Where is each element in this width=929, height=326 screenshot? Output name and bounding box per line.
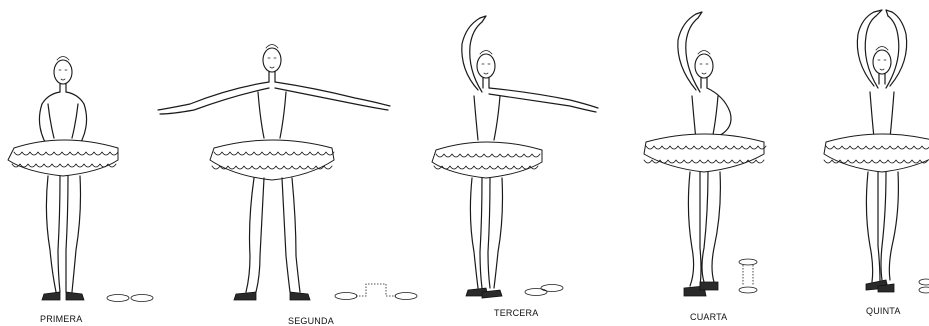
dancer-first-position-drawing bbox=[0, 0, 160, 324]
caption-primera: PRIMERA bbox=[40, 314, 82, 324]
dancer-second-position-drawing bbox=[150, 0, 440, 324]
dancer-fourth-position: CUARTA bbox=[630, 0, 780, 324]
caption-tercera: TERCERA bbox=[494, 308, 538, 318]
dancer-first-position: PRIMERA bbox=[0, 0, 160, 324]
dancer-fifth-position-drawing bbox=[800, 0, 929, 324]
caption-cuarta: CUARTA bbox=[690, 312, 727, 322]
dancer-fifth-position: QUINTA bbox=[800, 0, 929, 324]
dancer-second-position: SEGUNDA bbox=[150, 0, 440, 324]
caption-quinta: QUINTA bbox=[866, 306, 901, 316]
caption-segunda: SEGUNDA bbox=[288, 316, 334, 326]
dancer-fourth-position-drawing bbox=[630, 0, 780, 324]
dancer-third-position: TERCERA bbox=[420, 0, 610, 324]
dancer-third-position-drawing bbox=[420, 0, 610, 324]
